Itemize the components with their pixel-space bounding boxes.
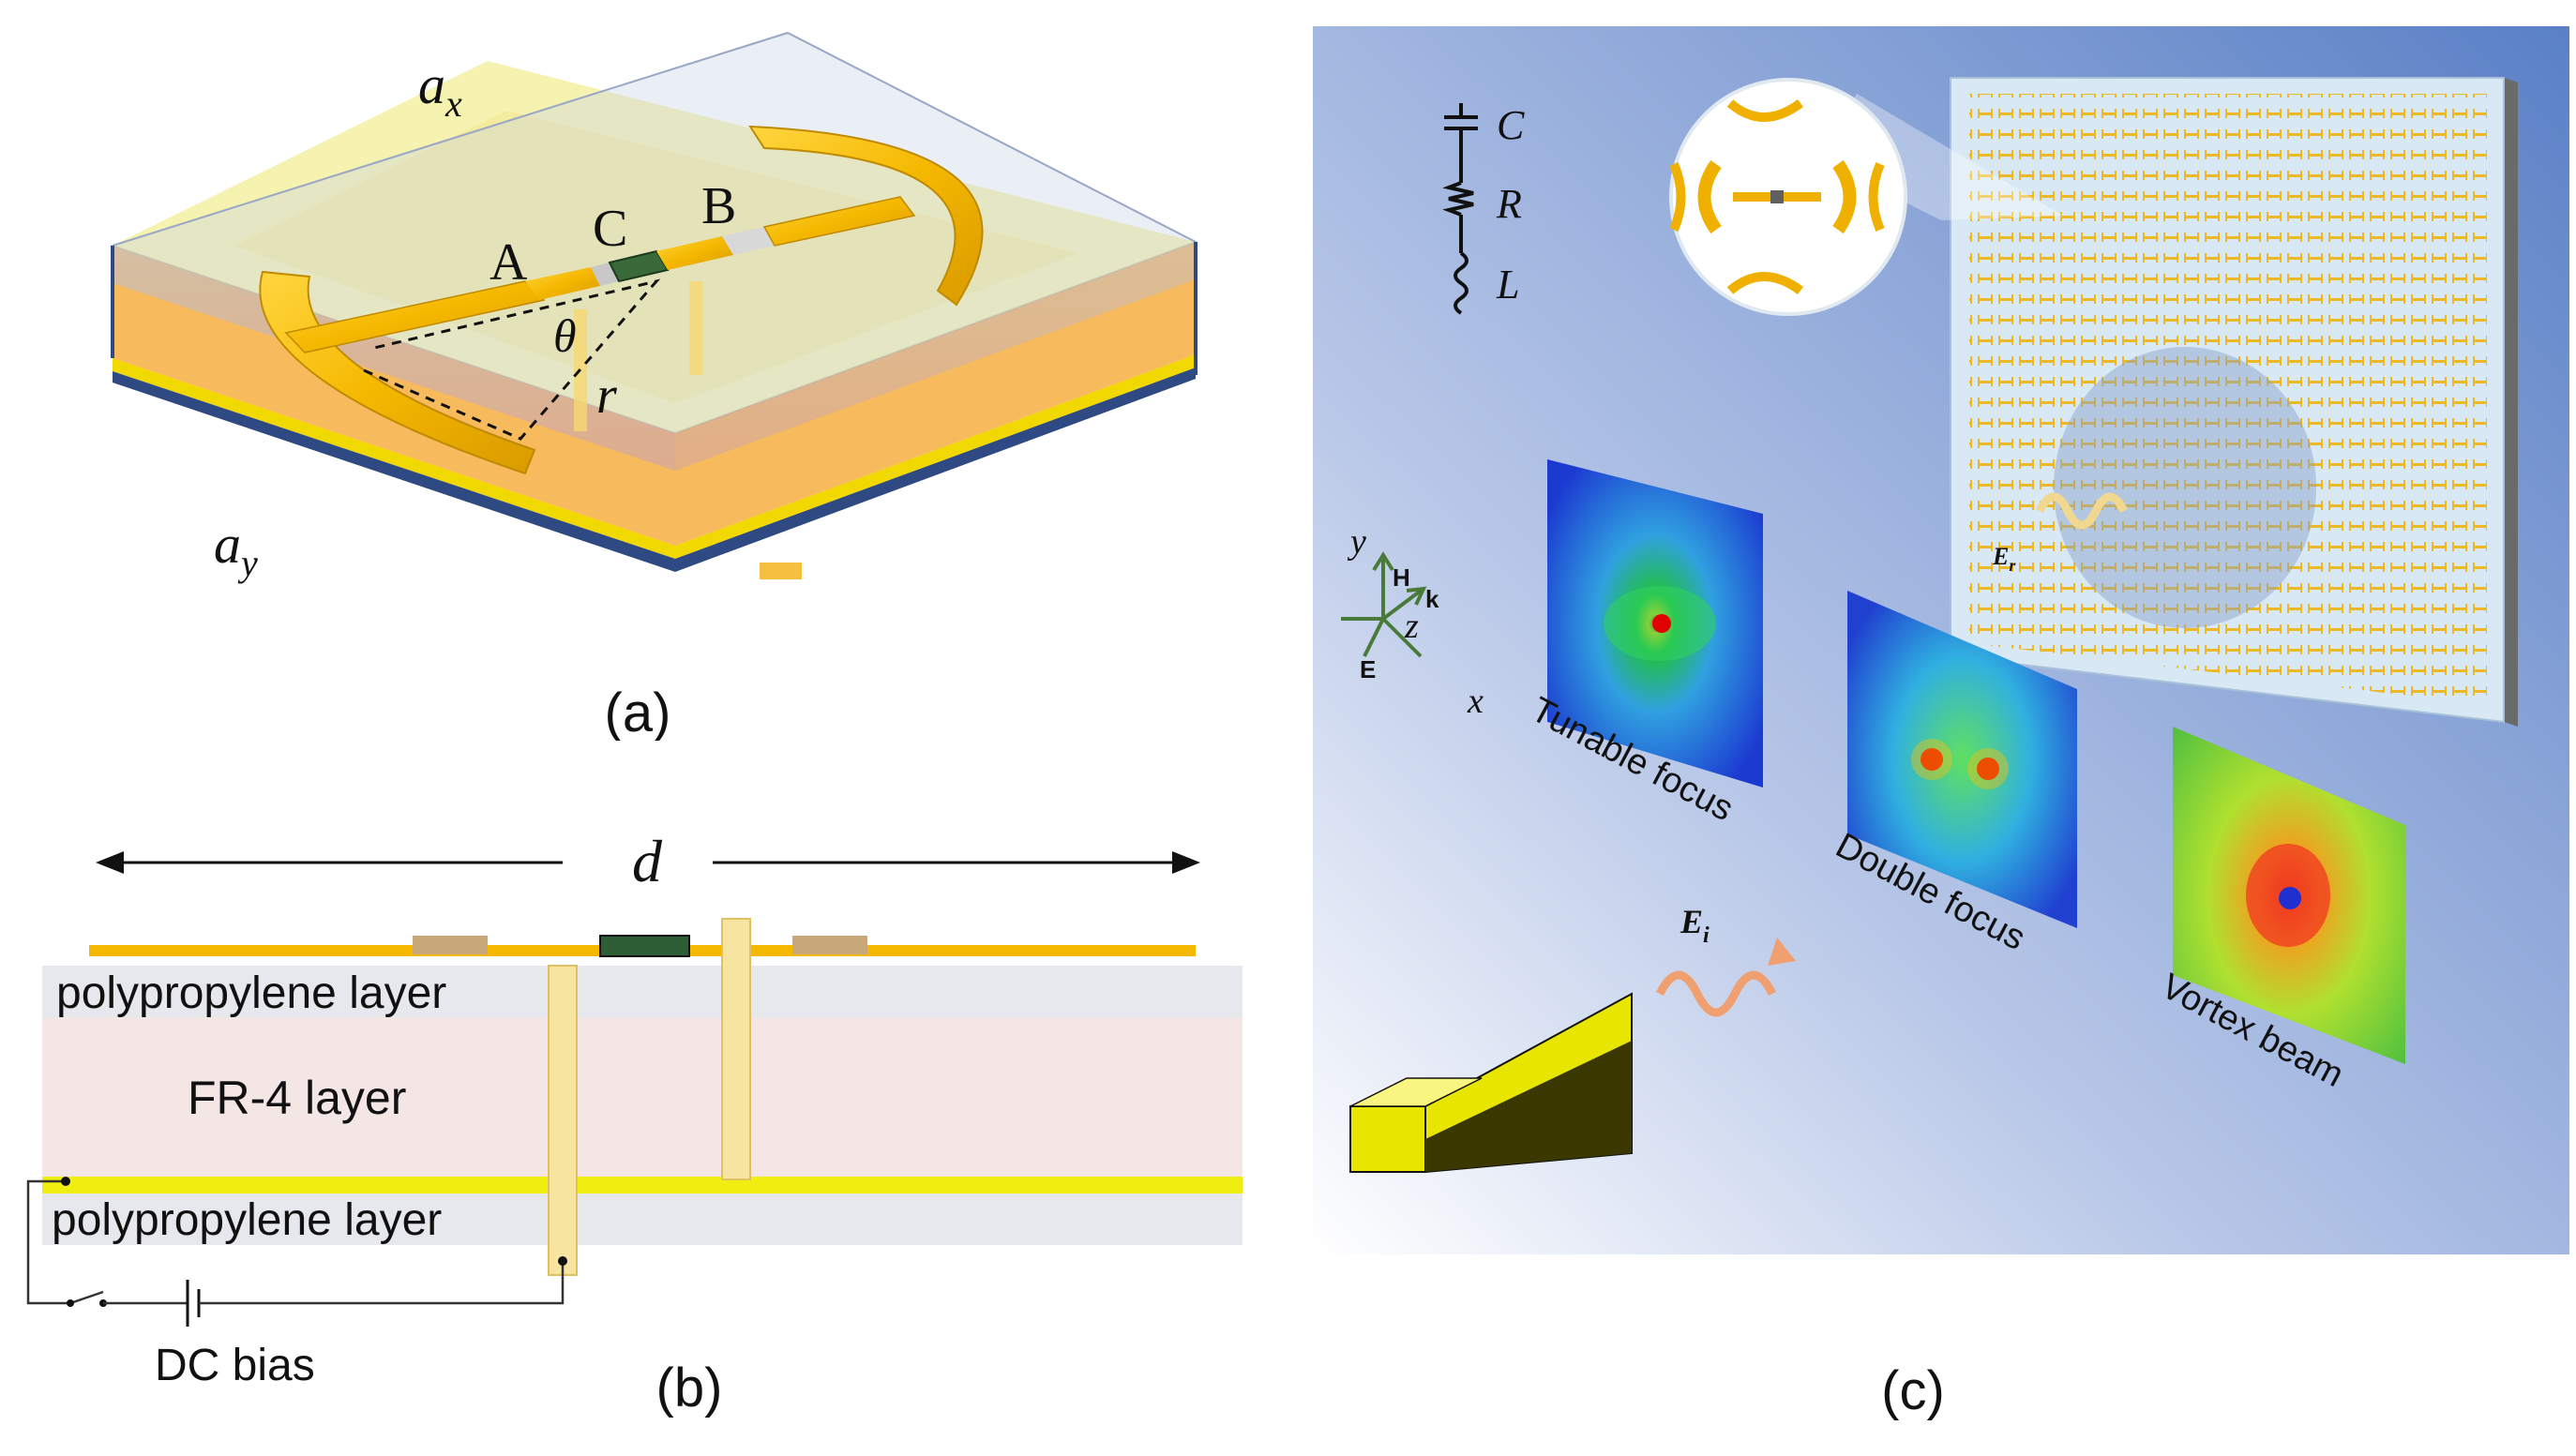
metasurface-board-edge [2504,78,2518,727]
via-bias-line [548,965,578,1276]
axis-k-label: k [1425,585,1439,613]
bias-wire [199,1261,565,1305]
via-right [689,281,702,375]
panel-b-cross-section: d polypropylene layer FR-4 layer polypro… [0,788,1275,1456]
axis-x-label: x [1467,682,1484,721]
dashed-geometry-theta-r [363,278,661,441]
right-arc-resonator [748,125,984,307]
right-feed-line [762,196,916,247]
bias-wire [26,1179,70,1305]
label-theta: θ [553,309,577,362]
panel-c-applications: C R L y H k z E x Tunable focus Double f… [1294,0,2576,1456]
cross-section-illustration: d polypropylene layer FR-4 layer polypro… [26,828,1243,1418]
cover-edge [787,32,1197,243]
metasurface-applications-illustration: C R L y H k z E x Tunable focus Double f… [1313,26,2569,1421]
coordinate-axes [1341,551,1427,658]
dim-ax-label: ax [418,54,462,125]
field-map-double-focus [1847,591,2077,928]
axis-h-label: H [1393,563,1410,592]
bias-node [558,1256,567,1266]
polypropylene-bottom-layer [42,1193,1243,1245]
circuit-c-label: C [1497,102,1525,148]
circuit-l-label: L [1496,262,1519,308]
caption-b: (b) [656,1358,723,1418]
incident-wave [1655,970,1777,1017]
switch-blade [69,1290,104,1305]
via-ground [721,918,751,1180]
cover-glass-right-side [675,242,1196,471]
lumped-element-b [722,227,775,255]
cover-edge [112,32,789,247]
axis-e-label: E [1360,655,1376,683]
label-r: r [596,367,617,425]
substrate-body [113,242,1196,546]
label-a: A [490,233,528,292]
layer-bottom-label: polypropylene layer [52,1195,442,1245]
cover-glass-left-side [113,246,675,471]
zoomed-unit-cells [1669,98,1885,295]
caption-a: (a) [605,683,671,741]
fr4-layer [42,1017,1243,1177]
bias-label: DC bias [155,1341,315,1390]
dim-ay-label: ay [214,514,258,584]
axis-y-label: y [1347,522,1366,562]
bottom-via-tab [760,563,802,579]
lumped-element-top-left [413,936,488,954]
dim-d-label: d [632,828,663,894]
field-map-vortex-beam [2173,727,2405,1064]
incident-wave-arrowhead [1768,938,1796,966]
axis-z-label: z [1404,607,1419,646]
polypropylene-top-layer [42,966,1243,1017]
layer-mid-label: FR-4 layer [188,1072,406,1124]
metasurface-unit-cell-array [1969,94,2487,705]
left-feed-line [284,280,546,353]
label-b: B [701,177,736,235]
unit-cell-3d-illustration: ax ay A C B θ r (a) [109,31,1198,741]
field-reflected-label: Er [1992,543,2016,575]
panel-a-unit-cell: ax ay A C B θ r (a) [0,0,1275,741]
bias-node [61,1177,70,1186]
caption-c: (c) [1881,1360,1945,1421]
rlc-equivalent-circuit [1442,103,1478,315]
switch-terminal [67,1299,74,1307]
reflected-wave [2035,492,2129,530]
horn-antenna [1349,992,1633,1174]
varactor-top [599,935,690,957]
strip-segment-c [656,236,733,270]
lumped-element-top-right [792,936,867,954]
field-incident-label: Ei [1680,903,1710,948]
layer-top-label: polypropylene layer [56,968,446,1018]
reflected-beam-footprint [2054,347,2316,628]
strip-segment-a [525,267,600,300]
ground-metal-layer [42,1177,1243,1193]
circuit-r-label: R [1496,181,1522,227]
label-c: C [593,200,627,258]
arrowhead-left [96,851,124,874]
arrowhead-right [1172,851,1200,874]
field-map-tunable-focus [1547,459,1763,788]
